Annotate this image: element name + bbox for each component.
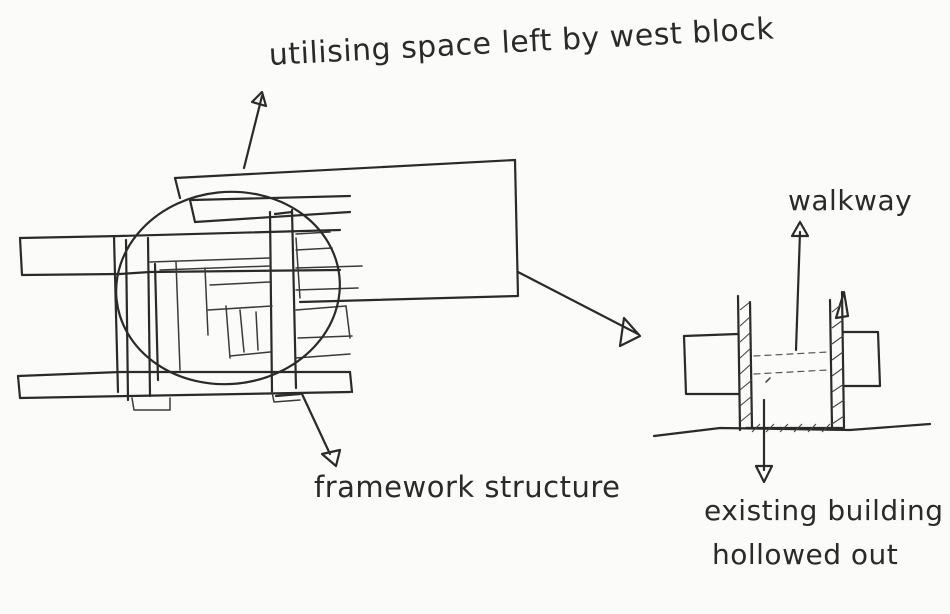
connecting-arrow xyxy=(518,272,640,346)
label-existing-building: existing building xyxy=(704,494,944,527)
label-walkway: walkway xyxy=(788,184,912,217)
plan-drawing xyxy=(18,92,518,466)
label-framework-structure: framework structure xyxy=(314,470,621,504)
label-hollowed-out: hollowed out xyxy=(712,538,898,571)
section-drawing xyxy=(654,222,930,482)
